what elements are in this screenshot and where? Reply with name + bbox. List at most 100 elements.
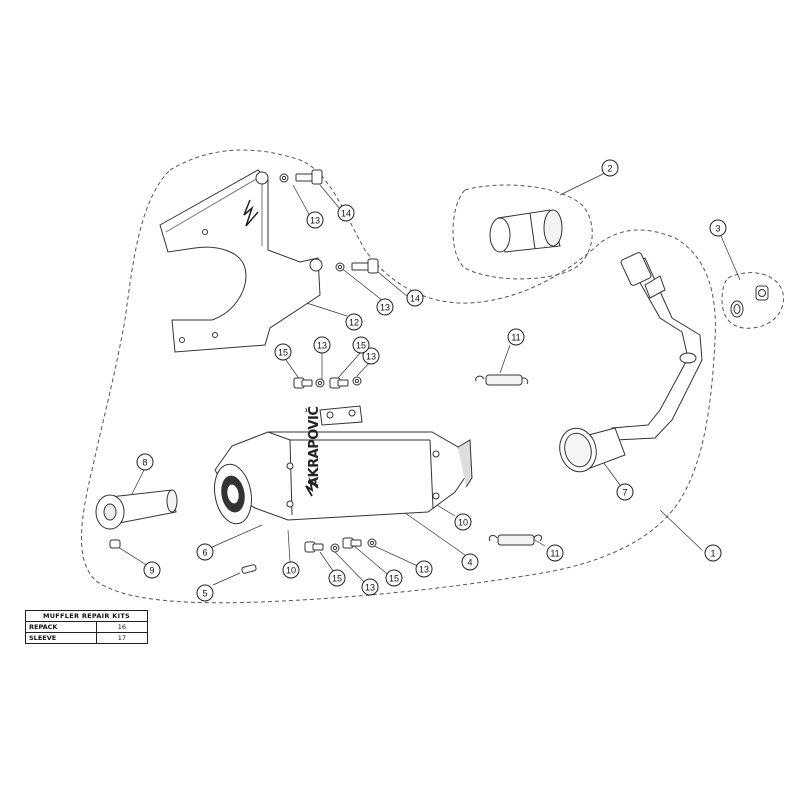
callout-circle: [507, 328, 525, 346]
repair-kit-number: 17: [95, 632, 149, 644]
repair-kit-name: REPACK: [25, 621, 97, 633]
callout-circle: [196, 543, 214, 561]
callout-label: 15: [389, 574, 399, 584]
small-clip: [109, 539, 257, 574]
callout-label: 13: [366, 352, 376, 362]
repair-kits-table: MUFFLER REPAIR KITS REPACK 16 SLEEVE 17: [25, 610, 149, 644]
table-row: REPACK 16: [25, 621, 149, 633]
callout-circle: [704, 544, 722, 562]
callout-label: 9: [149, 566, 154, 576]
callouts: 1234567891010111112131313131313141415151…: [136, 159, 727, 602]
gasket-nut: [730, 285, 769, 318]
callout-circle: [376, 298, 394, 316]
callout-circle: [454, 513, 472, 531]
link-pipe: [95, 489, 178, 530]
callout-circle: [461, 553, 479, 571]
callout-15: 15: [328, 569, 346, 587]
callout-label: 13: [310, 216, 320, 226]
callout-13: 13: [306, 211, 324, 229]
callout-10: 10: [454, 513, 472, 531]
callout-label: 15: [332, 574, 342, 584]
callout-13: 13: [361, 578, 379, 596]
muffler: [214, 405, 473, 525]
callout-circle: [136, 453, 154, 471]
callout-label: 5: [202, 589, 207, 599]
callout-circle: [328, 569, 346, 587]
callout-label: 14: [341, 209, 351, 219]
callout-9: 9: [143, 561, 161, 579]
callout-circle: [361, 578, 379, 596]
mounting-bracket: [159, 169, 323, 353]
springs: [475, 374, 543, 546]
callout-3: 3: [709, 219, 727, 237]
callout-label: 13: [380, 303, 390, 313]
callout-circle: [709, 219, 727, 237]
callout-label: 11: [550, 549, 559, 559]
repair-kits-title: MUFFLER REPAIR KITS: [25, 610, 148, 622]
callout-circle: [306, 211, 324, 229]
bracket-hardware: [279, 169, 379, 389]
callout-circle: [352, 336, 370, 354]
callout-circle: [196, 584, 214, 602]
callout-label: 10: [286, 566, 296, 576]
callout-circle: [337, 204, 355, 222]
callout-label: 1: [710, 549, 715, 559]
callout-circle: [313, 336, 331, 354]
callout-label: 7: [622, 488, 627, 498]
callout-14: 14: [337, 204, 355, 222]
part-3-outline: [721, 272, 784, 329]
callout-circle: [601, 159, 619, 177]
callout-label: 13: [317, 341, 327, 351]
callout-label: 14: [410, 294, 420, 304]
callout-label: 12: [349, 318, 359, 328]
callout-13: 13: [313, 336, 331, 354]
repair-kit-name: SLEEVE: [25, 632, 97, 644]
callout-15: 15: [274, 343, 292, 361]
callout-circle: [282, 561, 300, 579]
callout-7: 7: [616, 483, 634, 501]
callout-1: 1: [704, 544, 722, 562]
callout-13: 13: [376, 298, 394, 316]
callout-label: 4: [467, 558, 472, 568]
callout-14: 14: [406, 289, 424, 307]
table-row: SLEEVE 17: [25, 632, 149, 644]
callout-label: 10: [458, 518, 468, 528]
callout-4: 4: [461, 553, 479, 571]
callout-11: 11: [546, 544, 564, 562]
callout-15: 15: [385, 569, 403, 587]
repair-kit-number: 16: [95, 621, 149, 633]
callout-12: 12: [345, 313, 363, 331]
callout-10: 10: [282, 561, 300, 579]
callout-5: 5: [196, 584, 214, 602]
callout-circle: [406, 289, 424, 307]
callout-15: 15: [352, 336, 370, 354]
callout-label: 15: [356, 341, 366, 351]
callout-circle: [385, 569, 403, 587]
callout-2: 2: [601, 159, 619, 177]
callout-circle: [274, 343, 292, 361]
callout-label: 15: [278, 348, 288, 358]
callout-6: 6: [196, 543, 214, 561]
callout-11: 11: [507, 328, 525, 346]
callout-13: 13: [362, 347, 380, 365]
callout-label: 2: [607, 164, 612, 174]
logo-mark-icon: [305, 477, 319, 497]
header-pipe: [559, 252, 703, 473]
muffler-hardware: [304, 537, 377, 553]
callout-circle: [546, 544, 564, 562]
callout-circle: [415, 560, 433, 578]
callout-label: 13: [365, 583, 375, 593]
muffler-logo: AKRAPOVIČ: [306, 407, 322, 487]
callout-label: 13: [419, 565, 429, 575]
main-assembly-outline: [81, 149, 716, 604]
callout-label: 3: [715, 224, 720, 234]
callout-circle: [345, 313, 363, 331]
callout-label: 11: [511, 333, 520, 343]
part-2-outline: [452, 184, 593, 280]
callout-circle: [616, 483, 634, 501]
callout-label: 6: [202, 548, 207, 558]
repair-kits-header-row: MUFFLER REPAIR KITS: [25, 610, 148, 622]
callout-8: 8: [136, 453, 154, 471]
connecting-sleeve: [489, 209, 563, 253]
